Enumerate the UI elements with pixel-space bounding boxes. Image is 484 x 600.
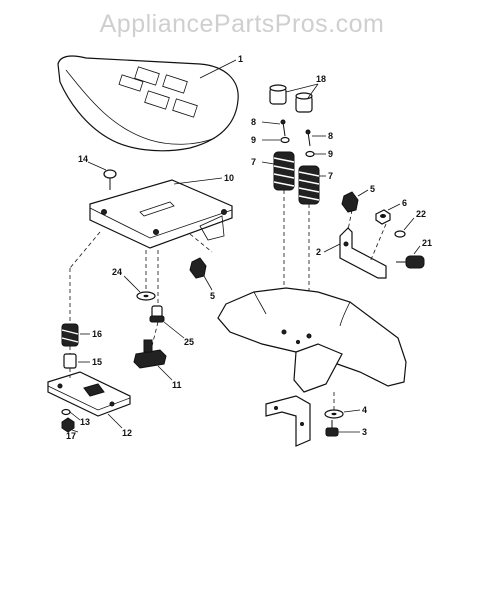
- callout-5-left: 5: [210, 291, 215, 301]
- lower-bracket: [265, 395, 311, 447]
- callout-2: 2: [316, 247, 321, 257]
- callout-8-left: 8: [251, 117, 256, 127]
- callout-16: 16: [92, 329, 102, 339]
- callout-7-right: 7: [328, 171, 333, 181]
- cam-part-5-right: [341, 191, 359, 213]
- callout-9-left: 9: [251, 135, 256, 145]
- bushing-part-18: [269, 84, 313, 113]
- bracket-part-2: [339, 227, 387, 279]
- callout-10: 10: [224, 173, 234, 183]
- washer-part-22: [394, 230, 406, 238]
- callout-15: 15: [92, 357, 102, 367]
- bolt-part-25: [149, 305, 165, 323]
- callout-18: 18: [316, 74, 326, 84]
- washer-part-4: [324, 409, 344, 419]
- spring-part-7-left: [273, 151, 295, 191]
- washer-part-9-right: [305, 150, 315, 158]
- washer-part-24: [136, 291, 156, 301]
- callout-24: 24: [112, 267, 122, 277]
- washer-part-9-left: [280, 136, 290, 144]
- callout-1: 1: [238, 54, 243, 64]
- clamp-part-11: [133, 339, 167, 369]
- callout-5-right: 5: [370, 184, 375, 194]
- callout-9-right: 9: [328, 149, 333, 159]
- callout-3: 3: [362, 427, 367, 437]
- seat-part: [57, 55, 239, 152]
- callout-11: 11: [172, 380, 182, 390]
- seat-pan-part-10: [89, 179, 233, 249]
- bolt-part-3: [325, 420, 339, 437]
- callout-13: 13: [80, 417, 90, 427]
- nut-part-6: [375, 209, 391, 225]
- callout-22: 22: [416, 209, 426, 219]
- bolt-part-8-right: [305, 129, 311, 147]
- knob-part-14: [103, 169, 117, 190]
- callout-6: 6: [402, 198, 407, 208]
- callout-14: 14: [78, 154, 88, 164]
- callout-4: 4: [362, 405, 367, 415]
- spring-part-16: [61, 323, 79, 347]
- callout-7-left: 7: [251, 157, 256, 167]
- bushing-part-15: [63, 353, 77, 369]
- callout-12: 12: [122, 428, 132, 438]
- bolt-part-8-left: [280, 119, 286, 137]
- fender-deck: [217, 287, 407, 393]
- callout-21: 21: [422, 238, 432, 248]
- callout-25: 25: [184, 337, 194, 347]
- nut-part-17: [61, 417, 75, 433]
- washer-part-13: [61, 408, 71, 416]
- knob-part-21: [396, 255, 425, 269]
- cam-part-5-left: [189, 257, 207, 279]
- slide-rail-part-12: [47, 371, 131, 417]
- spring-part-7-right: [298, 165, 320, 205]
- callout-17: 17: [66, 431, 76, 441]
- watermark: AppliancePartsPros.com: [99, 10, 385, 38]
- callout-8-right: 8: [328, 131, 333, 141]
